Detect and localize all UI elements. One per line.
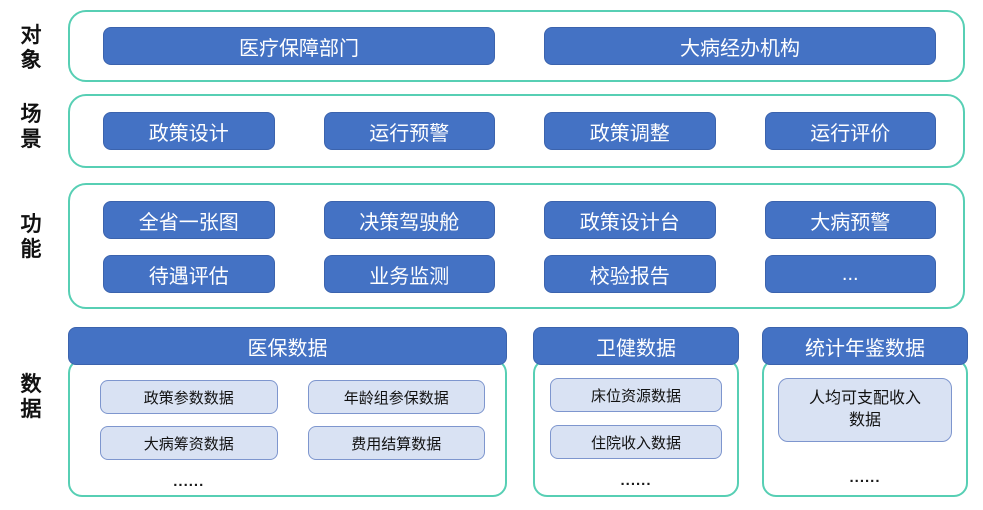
group-body-health: 床位资源数据 住院收入数据 ......: [533, 359, 739, 497]
node-benefit-evaluation: 待遇评估: [103, 255, 275, 293]
more-ellipsis: ......: [173, 473, 205, 490]
group-title-statistical-yearbook: 统计年鉴数据: [762, 327, 968, 365]
data-group-medical-insurance: 医保数据 政策参数数据 年龄组参保数据 大病筹资数据 费用结算数据 ......: [68, 327, 507, 497]
chip-bed-resources: 床位资源数据: [550, 378, 722, 412]
more-ellipsis: ......: [849, 469, 881, 486]
node-province-one-map: 全省一张图: [103, 201, 275, 239]
node-decision-cockpit: 决策驾驶舱: [323, 201, 495, 239]
node-major-disease-agency: 大病经办机构: [544, 27, 936, 65]
layer-label-functions: 功能: [20, 213, 42, 262]
node-more-functions: ...: [764, 255, 936, 293]
group-title-medical-insurance: 医保数据: [68, 327, 507, 365]
node-major-disease-warning: 大病预警: [764, 201, 936, 239]
chip-major-disease-funding: 大病筹资数据: [100, 426, 278, 460]
layer-label-scenarios: 场景: [20, 103, 42, 152]
layer-row-objects: 医疗保障部门 大病经办机构: [68, 10, 965, 82]
data-group-statistical-yearbook: 统计年鉴数据 人均可支配收入数据 ......: [762, 327, 968, 497]
layer-label-data: 数据: [20, 373, 42, 422]
chip-per-capita-disposable-income: 人均可支配收入数据: [778, 378, 952, 442]
group-title-health: 卫健数据: [533, 327, 739, 365]
data-group-health: 卫健数据 床位资源数据 住院收入数据 ......: [533, 327, 739, 497]
more-ellipsis: ......: [620, 472, 652, 489]
group-body-medical-insurance: 政策参数数据 年龄组参保数据 大病筹资数据 费用结算数据 ......: [68, 359, 507, 497]
node-operation-evaluation: 运行评价: [764, 112, 936, 150]
chip-hospitalization-income: 住院收入数据: [550, 425, 722, 459]
chip-policy-params: 政策参数数据: [100, 380, 278, 414]
chip-expense-settlement: 费用结算数据: [307, 426, 485, 460]
node-medical-security-dept: 医疗保障部门: [103, 27, 495, 65]
group-body-statistical-yearbook: 人均可支配收入数据 ......: [762, 359, 968, 497]
chip-age-group-enrollment: 年龄组参保数据: [307, 380, 485, 414]
node-business-monitoring: 业务监测: [323, 255, 495, 293]
node-policy-adjustment: 政策调整: [544, 112, 716, 150]
node-policy-design: 政策设计: [103, 112, 275, 150]
node-policy-design-studio: 政策设计台: [544, 201, 716, 239]
layer-row-functions: 全省一张图 决策驾驶舱 政策设计台 大病预警 待遇评估 业务监测 校验报告 ..…: [68, 183, 965, 309]
node-operation-warning: 运行预警: [323, 112, 495, 150]
layer-label-objects: 对象: [20, 24, 42, 73]
node-verification-report: 校验报告: [544, 255, 716, 293]
layer-row-scenarios: 政策设计 运行预警 政策调整 运行评价: [68, 94, 965, 168]
